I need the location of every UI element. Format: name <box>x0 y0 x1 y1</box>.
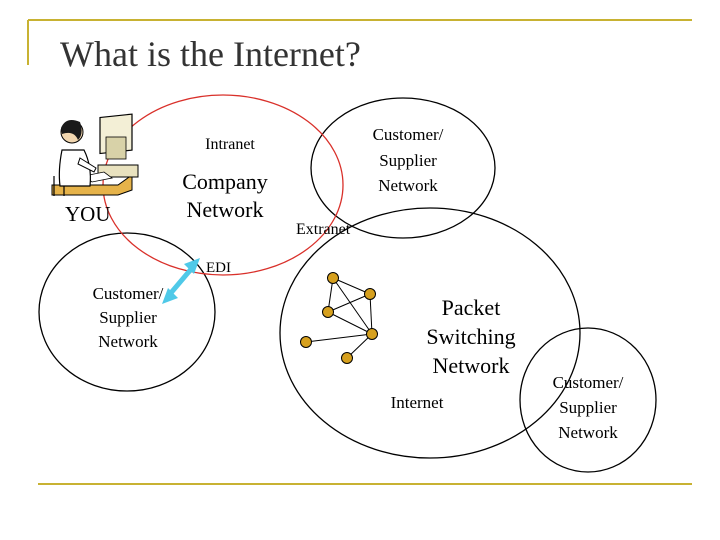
you-label: YOU <box>65 202 111 226</box>
company-network-line1: Company <box>182 169 268 194</box>
person-at-computer-icon <box>51 113 139 196</box>
edi-label: EDI <box>206 260 231 276</box>
left-partner-line3: Network <box>98 332 158 351</box>
network-node <box>300 336 312 348</box>
right-partner-line1: Customer/ <box>553 373 624 392</box>
packet-switching-line1: Packet <box>442 295 501 320</box>
edi-double-arrow <box>162 258 200 304</box>
network-node <box>341 352 353 364</box>
page-title: What is the Internet? <box>60 34 361 74</box>
top-partner-line3: Network <box>378 176 438 195</box>
network-node <box>322 306 334 318</box>
packet-switching-line2: Switching <box>426 324 515 349</box>
right-partner-line3: Network <box>558 423 618 442</box>
top-partner-circle <box>310 97 496 239</box>
internet-label: Internet <box>391 393 444 412</box>
internet-circle <box>279 207 581 459</box>
right-partner-circle <box>519 327 657 473</box>
packet-switching-graph <box>300 272 378 364</box>
packet-switching-line3: Network <box>433 353 510 378</box>
top-partner-line2: Supplier <box>379 151 437 170</box>
intranet-label: Intranet <box>205 136 255 153</box>
left-partner-circle <box>38 232 216 392</box>
top-partner-line1: Customer/ <box>373 125 444 144</box>
network-node <box>327 272 339 284</box>
right-partner-line2: Supplier <box>559 398 617 417</box>
company-network-line2: Network <box>187 197 264 222</box>
left-partner-line2: Supplier <box>99 308 157 327</box>
left-partner-line1: Customer/ <box>93 284 164 303</box>
extranet-label: Extranet <box>296 221 351 238</box>
network-node <box>366 328 378 340</box>
network-node <box>364 288 376 300</box>
